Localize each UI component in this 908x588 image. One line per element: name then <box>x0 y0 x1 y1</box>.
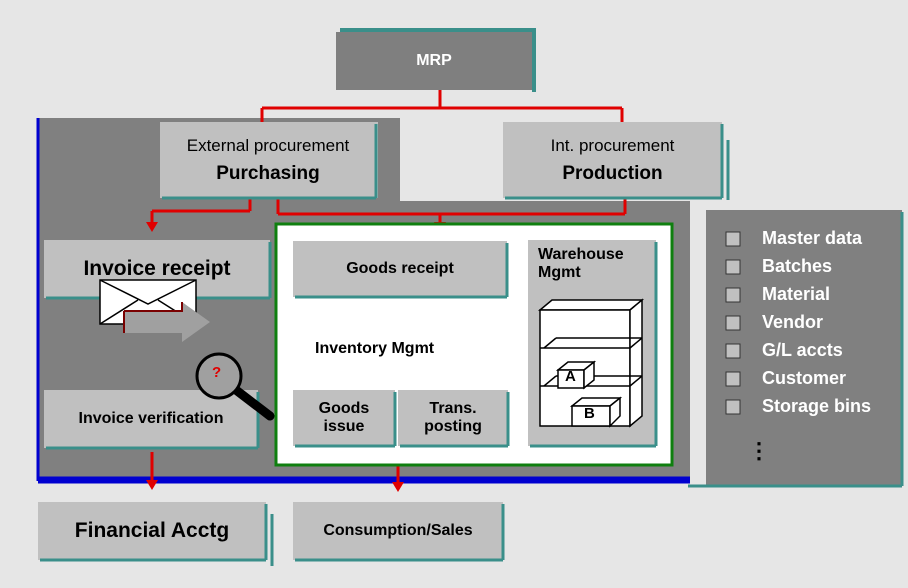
legend-bullet-icon <box>725 399 741 415</box>
goods-receipt-box: Goods receipt <box>293 241 507 297</box>
mrp-box: MRP <box>336 32 532 90</box>
purchasing-shadow <box>162 124 378 200</box>
trans-posting-box: Trans. posting <box>398 390 508 446</box>
legend-item-storage-bins: Storage bins <box>762 396 872 416</box>
internal-caption: Int. procurement <box>550 135 675 155</box>
warehouse-mgmt-label: Warehouse Mgmt <box>538 246 624 281</box>
legend-bullet-icon <box>725 259 741 275</box>
inventory-mgmt-label: Inventory Mgmt <box>315 340 435 357</box>
consumption-box-fill <box>293 502 503 560</box>
legend-bullet-icon <box>725 231 741 247</box>
production-shadow <box>505 124 724 200</box>
mrp-shadow <box>340 28 536 92</box>
financial-acctg-box: Financial Acctg <box>38 502 266 560</box>
goods-receipt-label: Goods receipt <box>346 260 454 278</box>
legend-bullet-icon <box>725 315 741 331</box>
legend-bullets <box>725 231 741 415</box>
purchasing-label: Purchasing <box>216 162 320 184</box>
arrowhead <box>146 222 158 232</box>
legend-ellipsis: ⋮ <box>748 438 770 463</box>
shelf-icon <box>537 298 645 428</box>
trans-posting-label: Trans. posting <box>424 400 482 435</box>
financial-box-fill <box>38 502 266 560</box>
legend-list: Master data Batches Material Vendor G/L … <box>762 228 902 478</box>
legend-item-batches: Batches <box>762 256 833 276</box>
goods-issue-label: Goods issue <box>318 400 370 435</box>
magnifier-icon <box>195 352 275 421</box>
trans-posting-box-fill <box>398 390 508 446</box>
goods-issue-box-fill <box>293 390 395 446</box>
mrp-label: MRP <box>416 52 452 70</box>
invoice-receipt-label: Invoice receipt <box>83 257 231 281</box>
legend-bullet-icon <box>725 287 741 303</box>
goods-receipt-box-fill <box>293 241 507 297</box>
production-box-fill <box>503 122 722 198</box>
invoice-verification-label: Invoice verification <box>78 410 224 428</box>
legend-item-customer: Customer <box>762 368 847 388</box>
purchasing-box: External procurement Purchasing <box>160 122 376 198</box>
invoice-receipt-box: Invoice receipt <box>44 240 270 298</box>
financial-acctg-label: Financial Acctg <box>74 519 230 543</box>
arrowhead <box>146 480 158 490</box>
external-caption: External procurement <box>186 135 350 155</box>
arrowhead <box>392 482 404 492</box>
legend-item-gl-accts: G/L accts <box>762 340 843 360</box>
legend-bullet-icon <box>725 343 741 359</box>
legend-item-vendor: Vendor <box>762 312 824 332</box>
legend-item-material: Material <box>762 284 831 304</box>
bin-b-label: B <box>584 405 595 422</box>
magnifier-question-mark: ? <box>212 364 222 381</box>
flow-lines <box>150 90 627 484</box>
goods-issue-box: Goods issue <box>293 390 395 446</box>
invoice-verification-box-fill <box>44 390 258 448</box>
invoice-verification-box: Invoice verification <box>44 390 258 448</box>
production-label: Production <box>562 162 663 184</box>
mrp-box-fill <box>336 32 532 90</box>
legend-bullet-icon <box>725 371 741 387</box>
legend-item-master-data: Master data <box>762 228 863 248</box>
bin-a-label: A <box>565 368 576 385</box>
production-box: Int. procurement Production <box>503 122 722 198</box>
purchasing-box-fill <box>160 122 378 198</box>
consumption-sales-box: Consumption/Sales <box>293 502 503 560</box>
consumption-sales-label: Consumption/Sales <box>323 522 473 540</box>
forward-arrow-icon <box>123 302 210 342</box>
